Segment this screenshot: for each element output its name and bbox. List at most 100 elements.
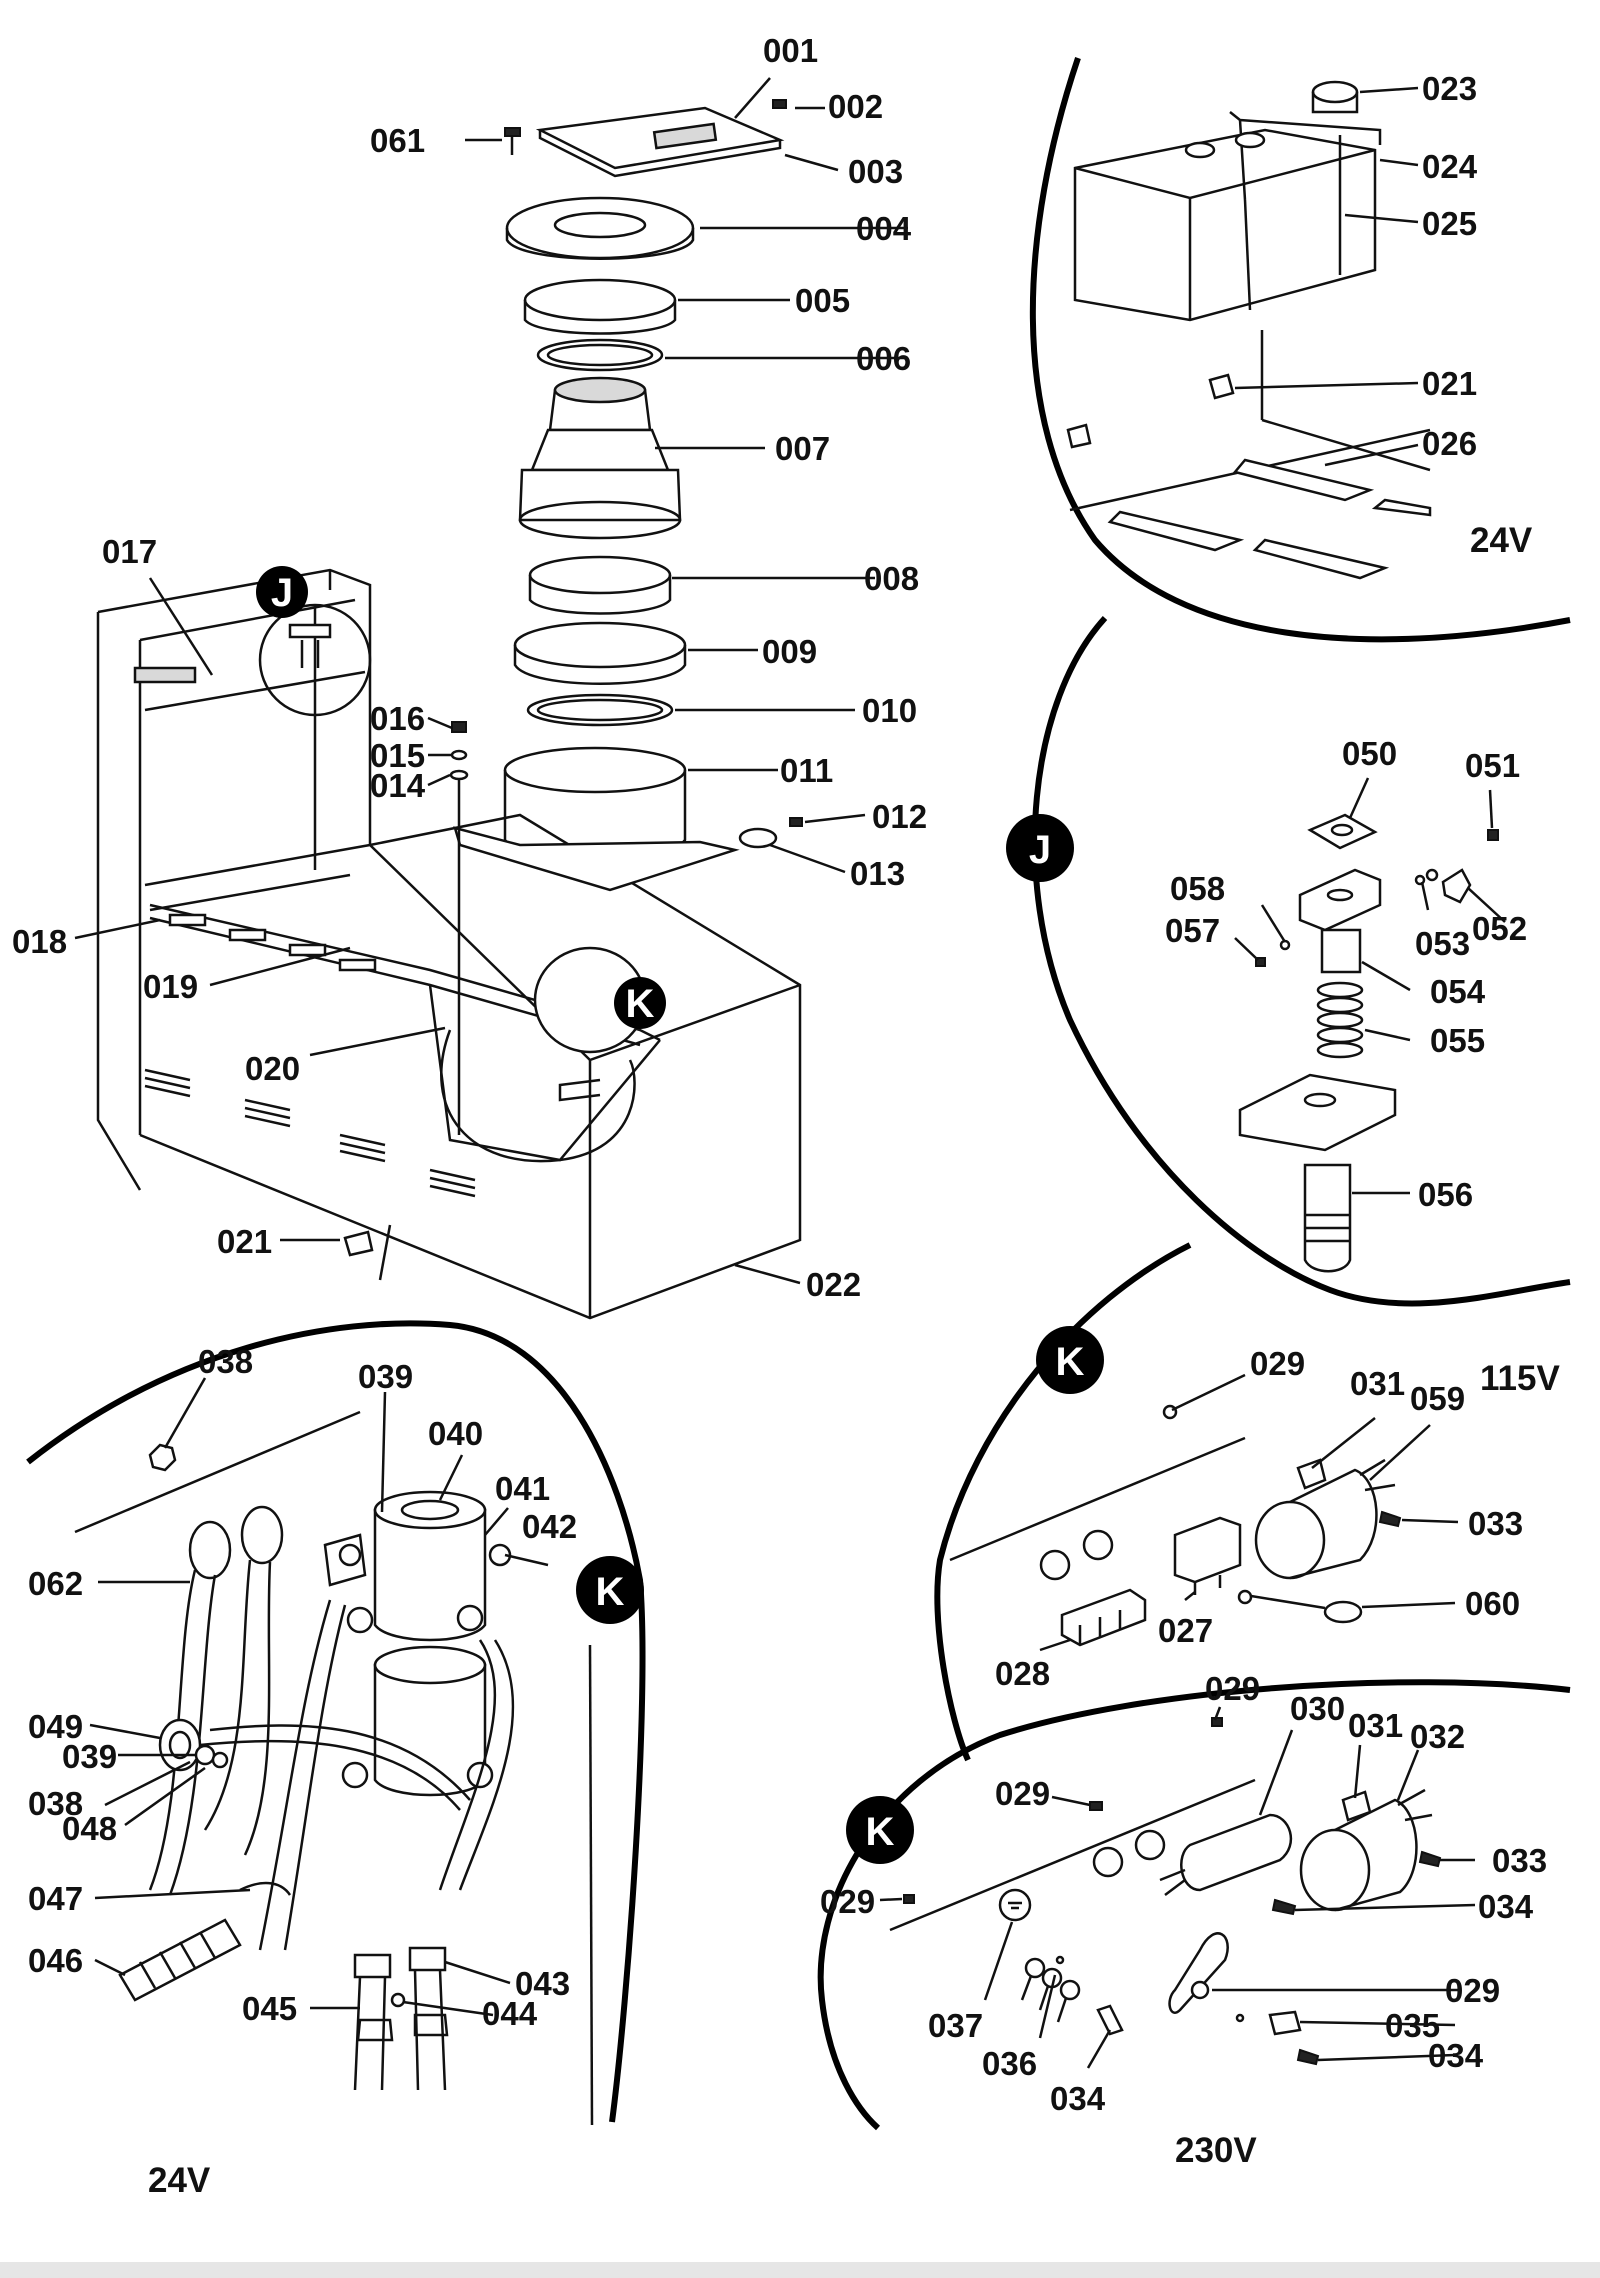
svg-text:J: J	[271, 571, 293, 615]
handle-052	[1441, 868, 1472, 904]
j-detail	[1238, 813, 1499, 1273]
label-062: 062	[28, 1565, 83, 1602]
label-059: 059	[1410, 1380, 1465, 1417]
voltage-230v: 230V	[1175, 2131, 1257, 2170]
label-002: 002	[828, 88, 883, 125]
voltage-24v-bottom: 24V	[148, 2161, 211, 2200]
label-040: 040	[428, 1415, 483, 1452]
terminal-045	[353, 1953, 392, 1979]
label-021-battery: 021	[1422, 365, 1477, 402]
label-023: 023	[1422, 70, 1477, 107]
voltage-115v: 115V	[1480, 1359, 1560, 1398]
label-034-230v-a: 034	[1478, 1888, 1534, 1925]
label-011: 011	[780, 752, 833, 789]
label-029-115v: 029	[1250, 1345, 1305, 1382]
label-017: 017	[102, 533, 157, 570]
label-038-left: 038	[28, 1785, 83, 1822]
label-041: 041	[495, 1470, 550, 1507]
footer-strip	[0, 2262, 1600, 2278]
corrugated-hose-046	[118, 1918, 242, 2002]
bushing-054	[1320, 928, 1362, 974]
voltage-24v-battery: 24V	[1470, 521, 1533, 560]
label-056: 056	[1418, 1176, 1473, 1213]
svg-text:K: K	[626, 982, 655, 1026]
label-046: 046	[28, 1942, 83, 1979]
svg-text:K: K	[866, 1810, 895, 1854]
label-044: 044	[482, 1995, 538, 2032]
label-022: 022	[806, 1266, 861, 1303]
svg-text:J: J	[1029, 828, 1051, 872]
label-012: 012	[872, 798, 927, 835]
label-055: 055	[1430, 1022, 1485, 1059]
badge-k-24v: K	[576, 1556, 644, 1624]
label-049: 049	[28, 1708, 83, 1745]
capacitor-059	[1254, 1500, 1326, 1580]
capacitor-032	[1299, 1828, 1371, 1912]
badge-k-main: K	[614, 977, 666, 1029]
screw-034-left	[1096, 2004, 1124, 2036]
badge-j-detail: J	[1006, 814, 1074, 882]
label-053: 053	[1415, 925, 1470, 962]
label-039-top: 039	[358, 1358, 413, 1395]
label-047: 047	[28, 1880, 83, 1917]
label-004: 004	[856, 210, 912, 247]
grommet-049	[158, 1718, 202, 1772]
label-029-230v-a: 029	[1205, 1670, 1260, 1707]
pin-056	[1303, 1163, 1352, 1273]
grommet-062	[188, 1520, 232, 1580]
label-042: 042	[522, 1508, 577, 1545]
label-026: 026	[1422, 425, 1477, 462]
label-048: 048	[62, 1810, 117, 1847]
plate-050	[1307, 813, 1378, 850]
k-115v-detail	[949, 1404, 1402, 1647]
label-033-230v: 033	[1492, 1842, 1547, 1879]
label-014: 014	[370, 767, 426, 804]
cabinet-vents	[144, 1068, 476, 1198]
capacitor-030	[1180, 1813, 1292, 1892]
base-plate-013	[453, 826, 740, 892]
label-032: 032	[1410, 1718, 1465, 1755]
label-045: 045	[242, 1990, 297, 2027]
label-051: 051	[1465, 747, 1520, 784]
label-018: 018	[12, 923, 67, 960]
terminal-043	[408, 1946, 447, 1972]
label-008: 008	[864, 560, 919, 597]
label-024: 024	[1422, 148, 1478, 185]
ground-plate-037	[998, 1888, 1032, 1922]
cable-tie-060	[1323, 1600, 1363, 1624]
label-030: 030	[1290, 1690, 1345, 1727]
label-013: 013	[850, 855, 905, 892]
badge-k-115v: K	[1036, 1326, 1104, 1394]
label-027: 027	[1158, 1612, 1213, 1649]
label-016: 016	[370, 700, 425, 737]
switch-027	[1173, 1516, 1242, 1584]
badge-j-main: J	[256, 566, 308, 618]
filter-008	[528, 555, 672, 595]
label-009: 009	[762, 633, 817, 670]
terminal-block-028	[1060, 1588, 1147, 1647]
label-035: 035	[1385, 2007, 1440, 2044]
k-24v-detail	[74, 1410, 594, 2126]
label-029-230v-b: 029	[995, 1775, 1050, 1812]
bracket-230	[1168, 1932, 1229, 2014]
label-037: 037	[928, 2007, 983, 2044]
label-060: 060	[1465, 1585, 1520, 1622]
label-019: 019	[143, 968, 198, 1005]
part-labels: 001 002 003 004 005 006 007 008 009 010 …	[12, 32, 1547, 2117]
clamp-035	[1268, 2010, 1302, 2036]
label-020: 020	[245, 1050, 300, 1087]
clip-021-cabinet	[343, 1230, 374, 1257]
label-001: 001	[763, 32, 818, 69]
housing-011	[503, 746, 687, 794]
battery-024	[1073, 128, 1377, 322]
label-021-main: 021	[217, 1223, 272, 1260]
flange-004	[505, 196, 695, 260]
detail-boundaries	[26, 57, 1571, 2131]
main-cabinet	[96, 568, 802, 1320]
svg-text:K: K	[596, 1570, 625, 1614]
label-061: 061	[370, 122, 425, 159]
svg-text:K: K	[1056, 1340, 1085, 1384]
label-029-230v-c: 029	[820, 1883, 875, 1920]
motor-stack	[449, 99, 803, 1135]
